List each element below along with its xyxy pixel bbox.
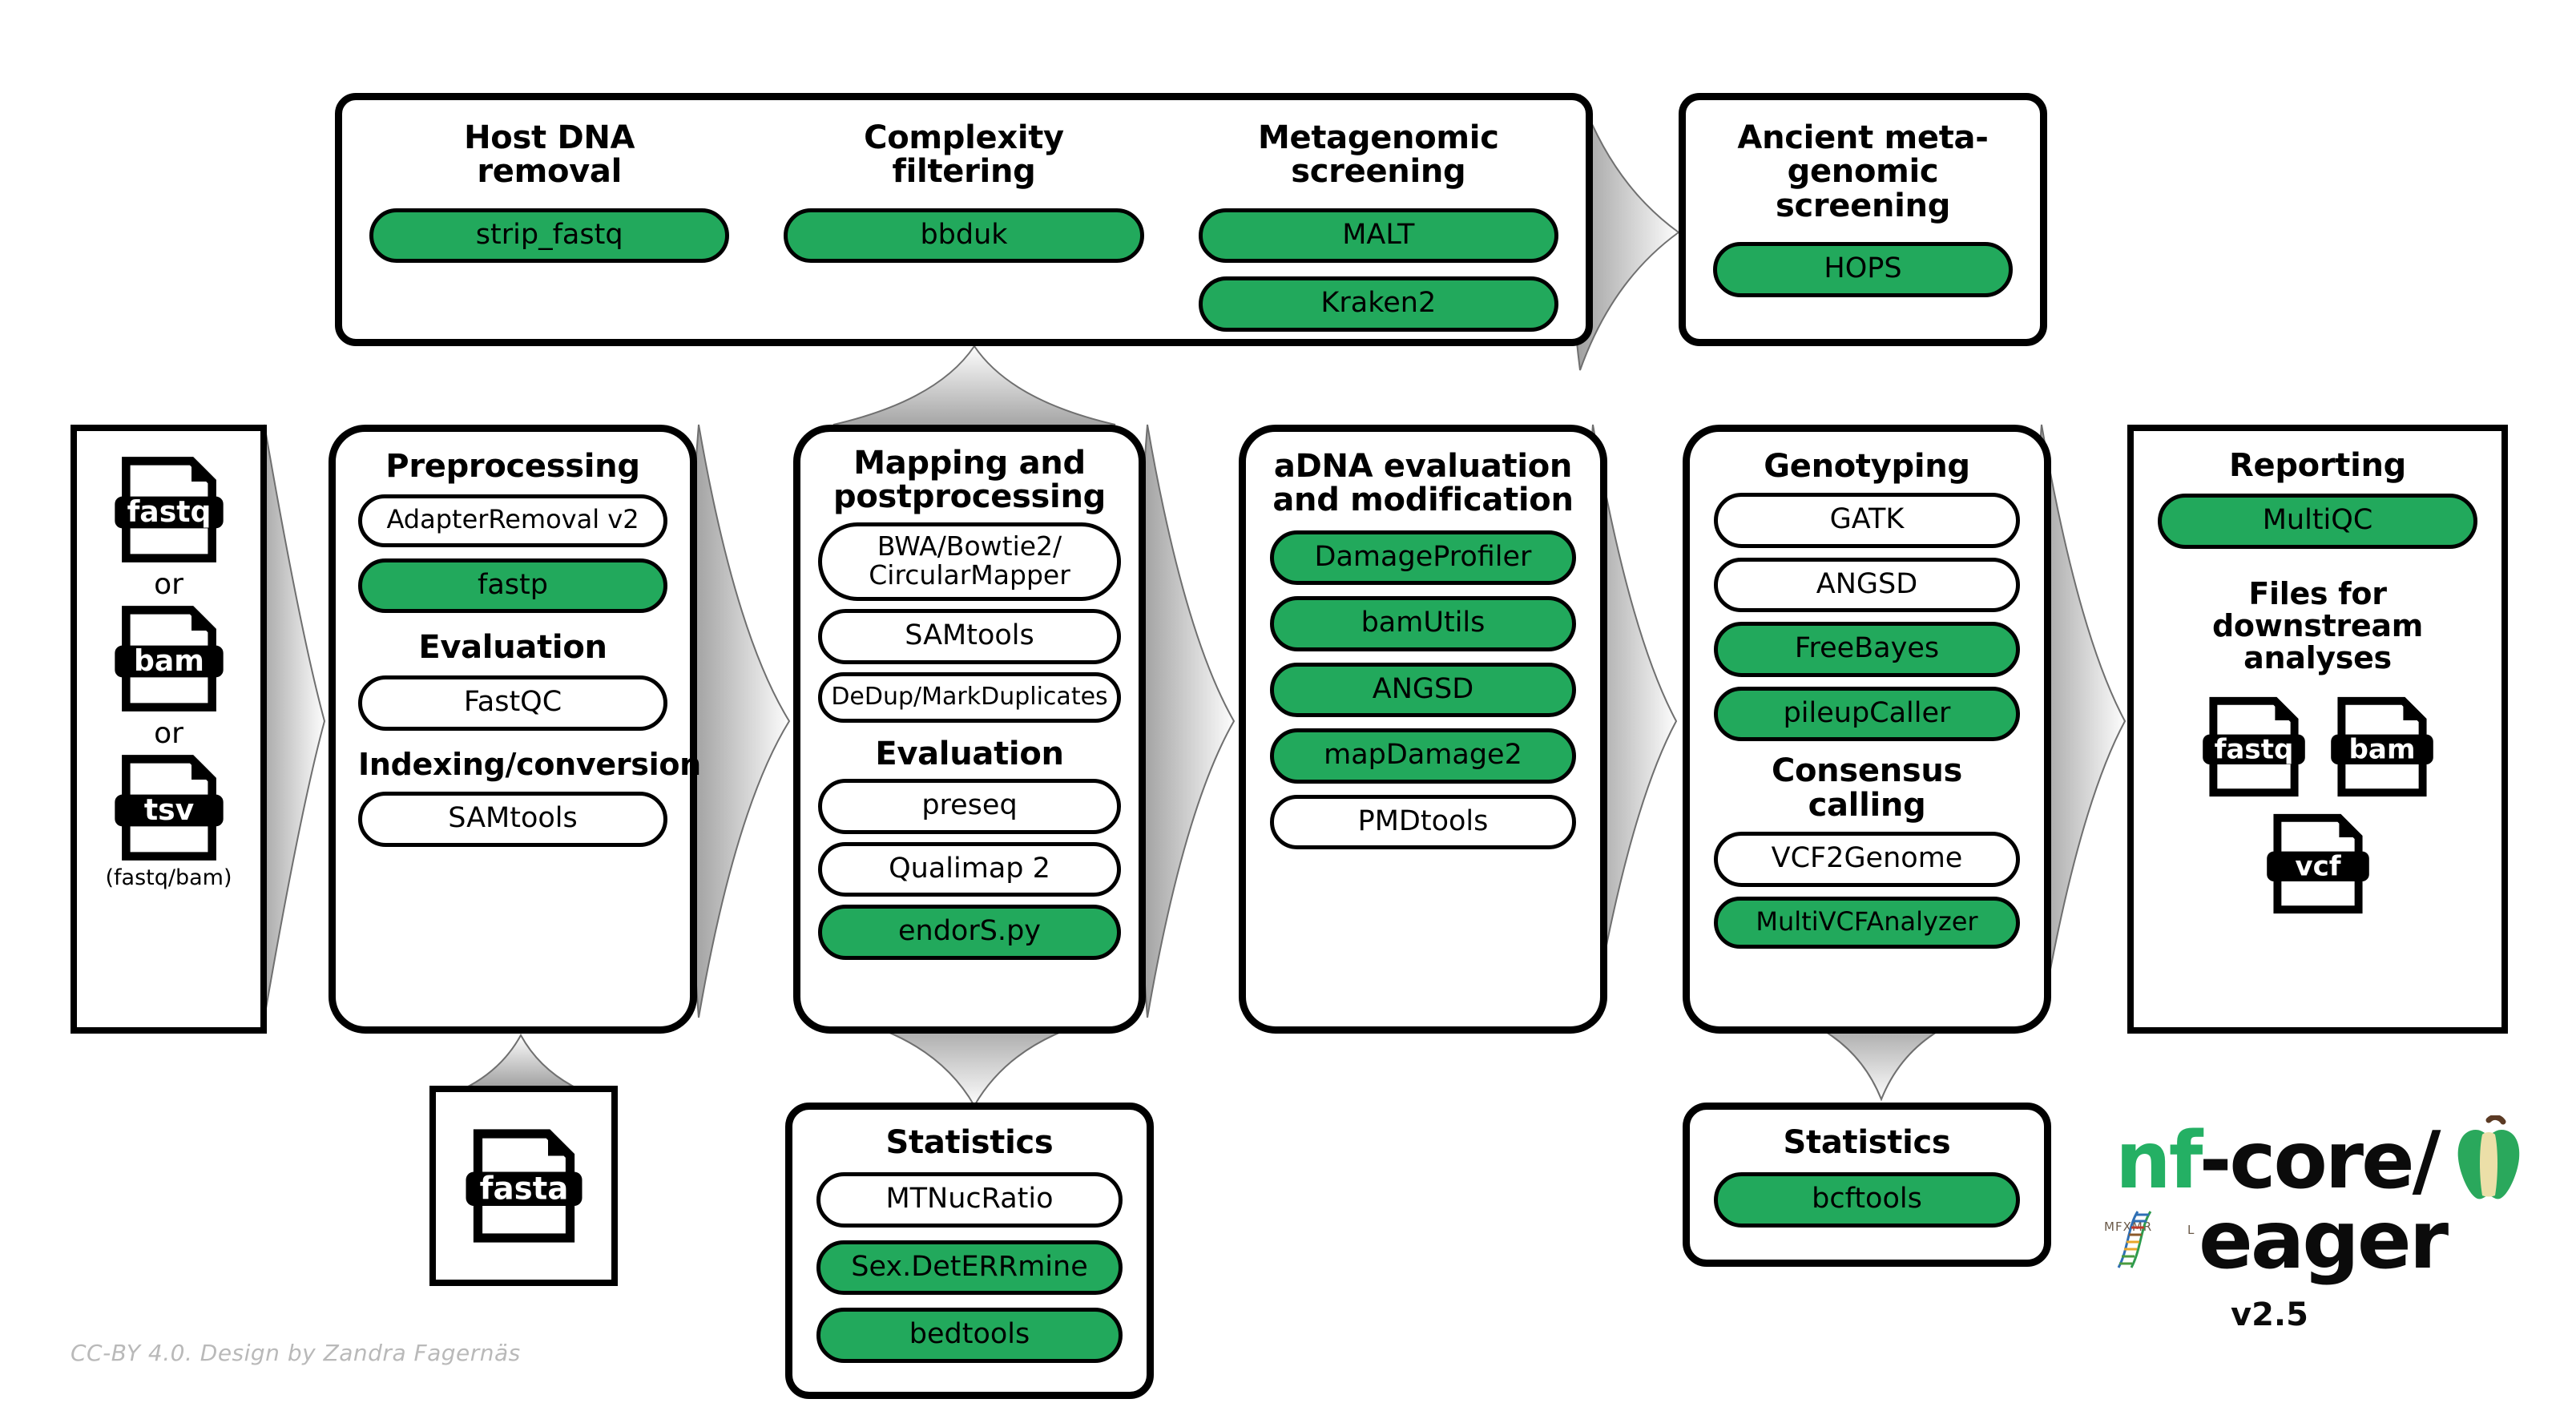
genotyping-statistics-title: Statistics xyxy=(1783,1124,1951,1161)
tool-pill-preseq[interactable]: preseq xyxy=(818,779,1121,834)
logo-version-text: v2.5 xyxy=(2231,1296,2308,1333)
tool-pill-endors-py[interactable]: endorS.py xyxy=(818,905,1121,960)
dna-helix-icon: MFXMR L xyxy=(2104,1211,2195,1268)
preprocessing-evaluation-heading: Evaluation xyxy=(418,629,607,667)
logo-line-one: nf-core/ xyxy=(2115,1122,2441,1200)
arrow-mapping-to-screening xyxy=(832,345,1116,436)
tool-pill-dedup-markduplicates[interactable]: DeDup/MarkDuplicates xyxy=(818,671,1121,723)
apple-core-icon xyxy=(2457,1115,2520,1199)
tool-pill-pmdtools[interactable]: PMDtools xyxy=(1270,794,1576,850)
tool-pill-multiqc[interactable]: MultiQC xyxy=(2158,494,2477,549)
tool-pill-multivcfanalyzer[interactable]: MultiVCFAnalyzer xyxy=(1714,896,2020,949)
bam-file-icon: bam xyxy=(113,603,225,715)
input-separator-1: or xyxy=(154,568,183,601)
credit-text: CC-BY 4.0. Design by Zandra Fagernäs xyxy=(71,1340,521,1366)
downstream-heading: Files for downstream analyses xyxy=(2211,575,2423,676)
tool-pill-freebayes[interactable]: FreeBayes xyxy=(1714,622,2020,677)
fastq-output-file-icon: fastq xyxy=(2201,694,2307,800)
svg-text:fastq: fastq xyxy=(2214,733,2293,765)
svg-text:fasta: fasta xyxy=(479,1171,568,1207)
svg-text:fastq: fastq xyxy=(127,494,211,529)
svg-text:vcf: vcf xyxy=(2295,850,2341,882)
mapping-statistics-panel: Statistics MTNucRatio Sex.DetERRmine bed… xyxy=(785,1103,1154,1399)
tool-pill-bcftools[interactable]: bcftools xyxy=(1714,1172,2020,1228)
nf-core-eager-logo: nf-core/ eager MFXMR L v2.5 xyxy=(2104,1115,2532,1362)
arrow-mapping-to-adna xyxy=(1135,424,1236,1018)
screening-column-title: Host DNA removal xyxy=(464,119,635,191)
adna-title: aDNA evaluation and modification xyxy=(1272,448,1574,519)
genotyping-title: Genotyping xyxy=(1764,448,1970,485)
logo-core-text: -core/ xyxy=(2199,1115,2441,1207)
ancient-screening-title: Ancient meta- genomic screening xyxy=(1737,119,1989,224)
fasta-file-icon: fasta xyxy=(464,1126,584,1246)
tool-pill-qualimap-2[interactable]: Qualimap 2 xyxy=(818,841,1121,897)
arrow-preprocessing-to-mapping xyxy=(686,424,791,1018)
tool-pill-fastqc[interactable]: FastQC xyxy=(358,675,667,731)
mapping-statistics-title: Statistics xyxy=(885,1124,1054,1161)
mapping-panel: Mapping and postprocessing BWA/Bowtie2/ … xyxy=(793,425,1146,1034)
tool-pill-samtools-mapping[interactable]: SAMtools xyxy=(818,609,1121,664)
tool-pill-mtnucratio[interactable]: MTNucRatio xyxy=(816,1172,1123,1228)
tool-pill-vcf2genome[interactable]: VCF2Genome xyxy=(1714,832,2020,887)
tool-pill-strip-fastq[interactable]: strip_fastq xyxy=(369,208,730,264)
adna-panel: aDNA evaluation and modification DamageP… xyxy=(1239,425,1607,1034)
tool-pill-sex-determine[interactable]: Sex.DetERRmine xyxy=(816,1240,1123,1296)
reporting-title: Reporting xyxy=(2228,447,2406,484)
vcf-output-file-icon: vcf xyxy=(2265,811,2371,917)
screening-column-host-dna-removal: Host DNA removal strip_fastq xyxy=(342,100,756,339)
fastq-file-icon: fastq xyxy=(113,454,225,566)
arrow-fasta-to-preprocessing xyxy=(467,1033,574,1092)
preprocessing-panel: Preprocessing AdapterRemoval v2 fastp Ev… xyxy=(329,425,701,1034)
tool-pill-bwa-bowtie2-circularmapper[interactable]: BWA/Bowtie2/ CircularMapper xyxy=(818,522,1121,602)
preprocessing-title: Preprocessing xyxy=(385,448,640,485)
logo-nf-text: nf xyxy=(2115,1115,2202,1207)
tool-pill-kraken2[interactable]: Kraken2 xyxy=(1198,276,1558,332)
tool-pill-bamutils[interactable]: bamUtils xyxy=(1270,596,1576,651)
tool-pill-samtools-preprocessing[interactable]: SAMtools xyxy=(358,792,667,847)
mapping-evaluation-heading: Evaluation xyxy=(875,735,1064,772)
genotyping-consensus-heading: Consensus calling xyxy=(1771,752,1963,824)
reporting-panel: Reporting MultiQC Files for downstream a… xyxy=(2127,425,2508,1034)
ancient-screening-panel: Ancient meta- genomic screening HOPS xyxy=(1679,93,2047,346)
tool-pill-gatk[interactable]: GATK xyxy=(1714,493,2020,548)
tool-pill-pileupcaller[interactable]: pileupCaller xyxy=(1714,686,2020,742)
tool-pill-fastp[interactable]: fastp xyxy=(358,558,667,614)
screening-column-complexity-filtering: Complexity filtering bbduk xyxy=(756,100,1171,339)
tool-pill-malt[interactable]: MALT xyxy=(1198,208,1558,264)
svg-text:tsv: tsv xyxy=(143,792,194,827)
tool-pill-damageprofiler[interactable]: DamageProfiler xyxy=(1270,530,1576,586)
genotyping-panel: Genotyping GATK ANGSD FreeBayes pileupCa… xyxy=(1683,425,2051,1034)
svg-text:MFXMR: MFXMR xyxy=(2104,1220,2152,1234)
screening-column-title: Metagenomic screening xyxy=(1258,119,1499,191)
tool-pill-bedtools[interactable]: bedtools xyxy=(816,1308,1123,1363)
bam-output-file-icon: bam xyxy=(2329,694,2435,800)
svg-text:L: L xyxy=(2187,1223,2195,1237)
tsv-file-icon: tsv xyxy=(113,752,225,864)
preprocessing-indexing-heading: Indexing/conversion xyxy=(358,746,701,782)
tool-pill-bbduk[interactable]: bbduk xyxy=(784,208,1144,264)
input-separator-2: or xyxy=(154,717,183,750)
screening-column-title: Complexity filtering xyxy=(864,119,1064,191)
genotyping-statistics-panel: Statistics bcftools xyxy=(1683,1103,2051,1267)
logo-name-text: eager xyxy=(2199,1193,2449,1287)
tool-pill-adapterremoval-v2[interactable]: AdapterRemoval v2 xyxy=(358,494,667,547)
tool-pill-mapdamage2[interactable]: mapDamage2 xyxy=(1270,728,1576,784)
input-panel: fastq or bam or tsv (fastq/bam) xyxy=(71,425,267,1034)
tool-pill-hops[interactable]: HOPS xyxy=(1713,242,2013,297)
tool-pill-angsd-genotyping[interactable]: ANGSD xyxy=(1714,557,2020,613)
tool-pill-angsd-adna[interactable]: ANGSD xyxy=(1270,662,1576,718)
mapping-title: Mapping and postprocessing xyxy=(833,445,1106,516)
screening-panel: Host DNA removal strip_fastq Complexity … xyxy=(335,93,1593,346)
svg-text:bam: bam xyxy=(2348,733,2415,765)
input-note: (fastq/bam) xyxy=(105,865,232,890)
reference-panel: fasta xyxy=(429,1086,618,1286)
screening-column-metagenomic-screening: Metagenomic screening MALT Kraken2 xyxy=(1171,100,1586,339)
svg-text:bam: bam xyxy=(134,643,204,678)
